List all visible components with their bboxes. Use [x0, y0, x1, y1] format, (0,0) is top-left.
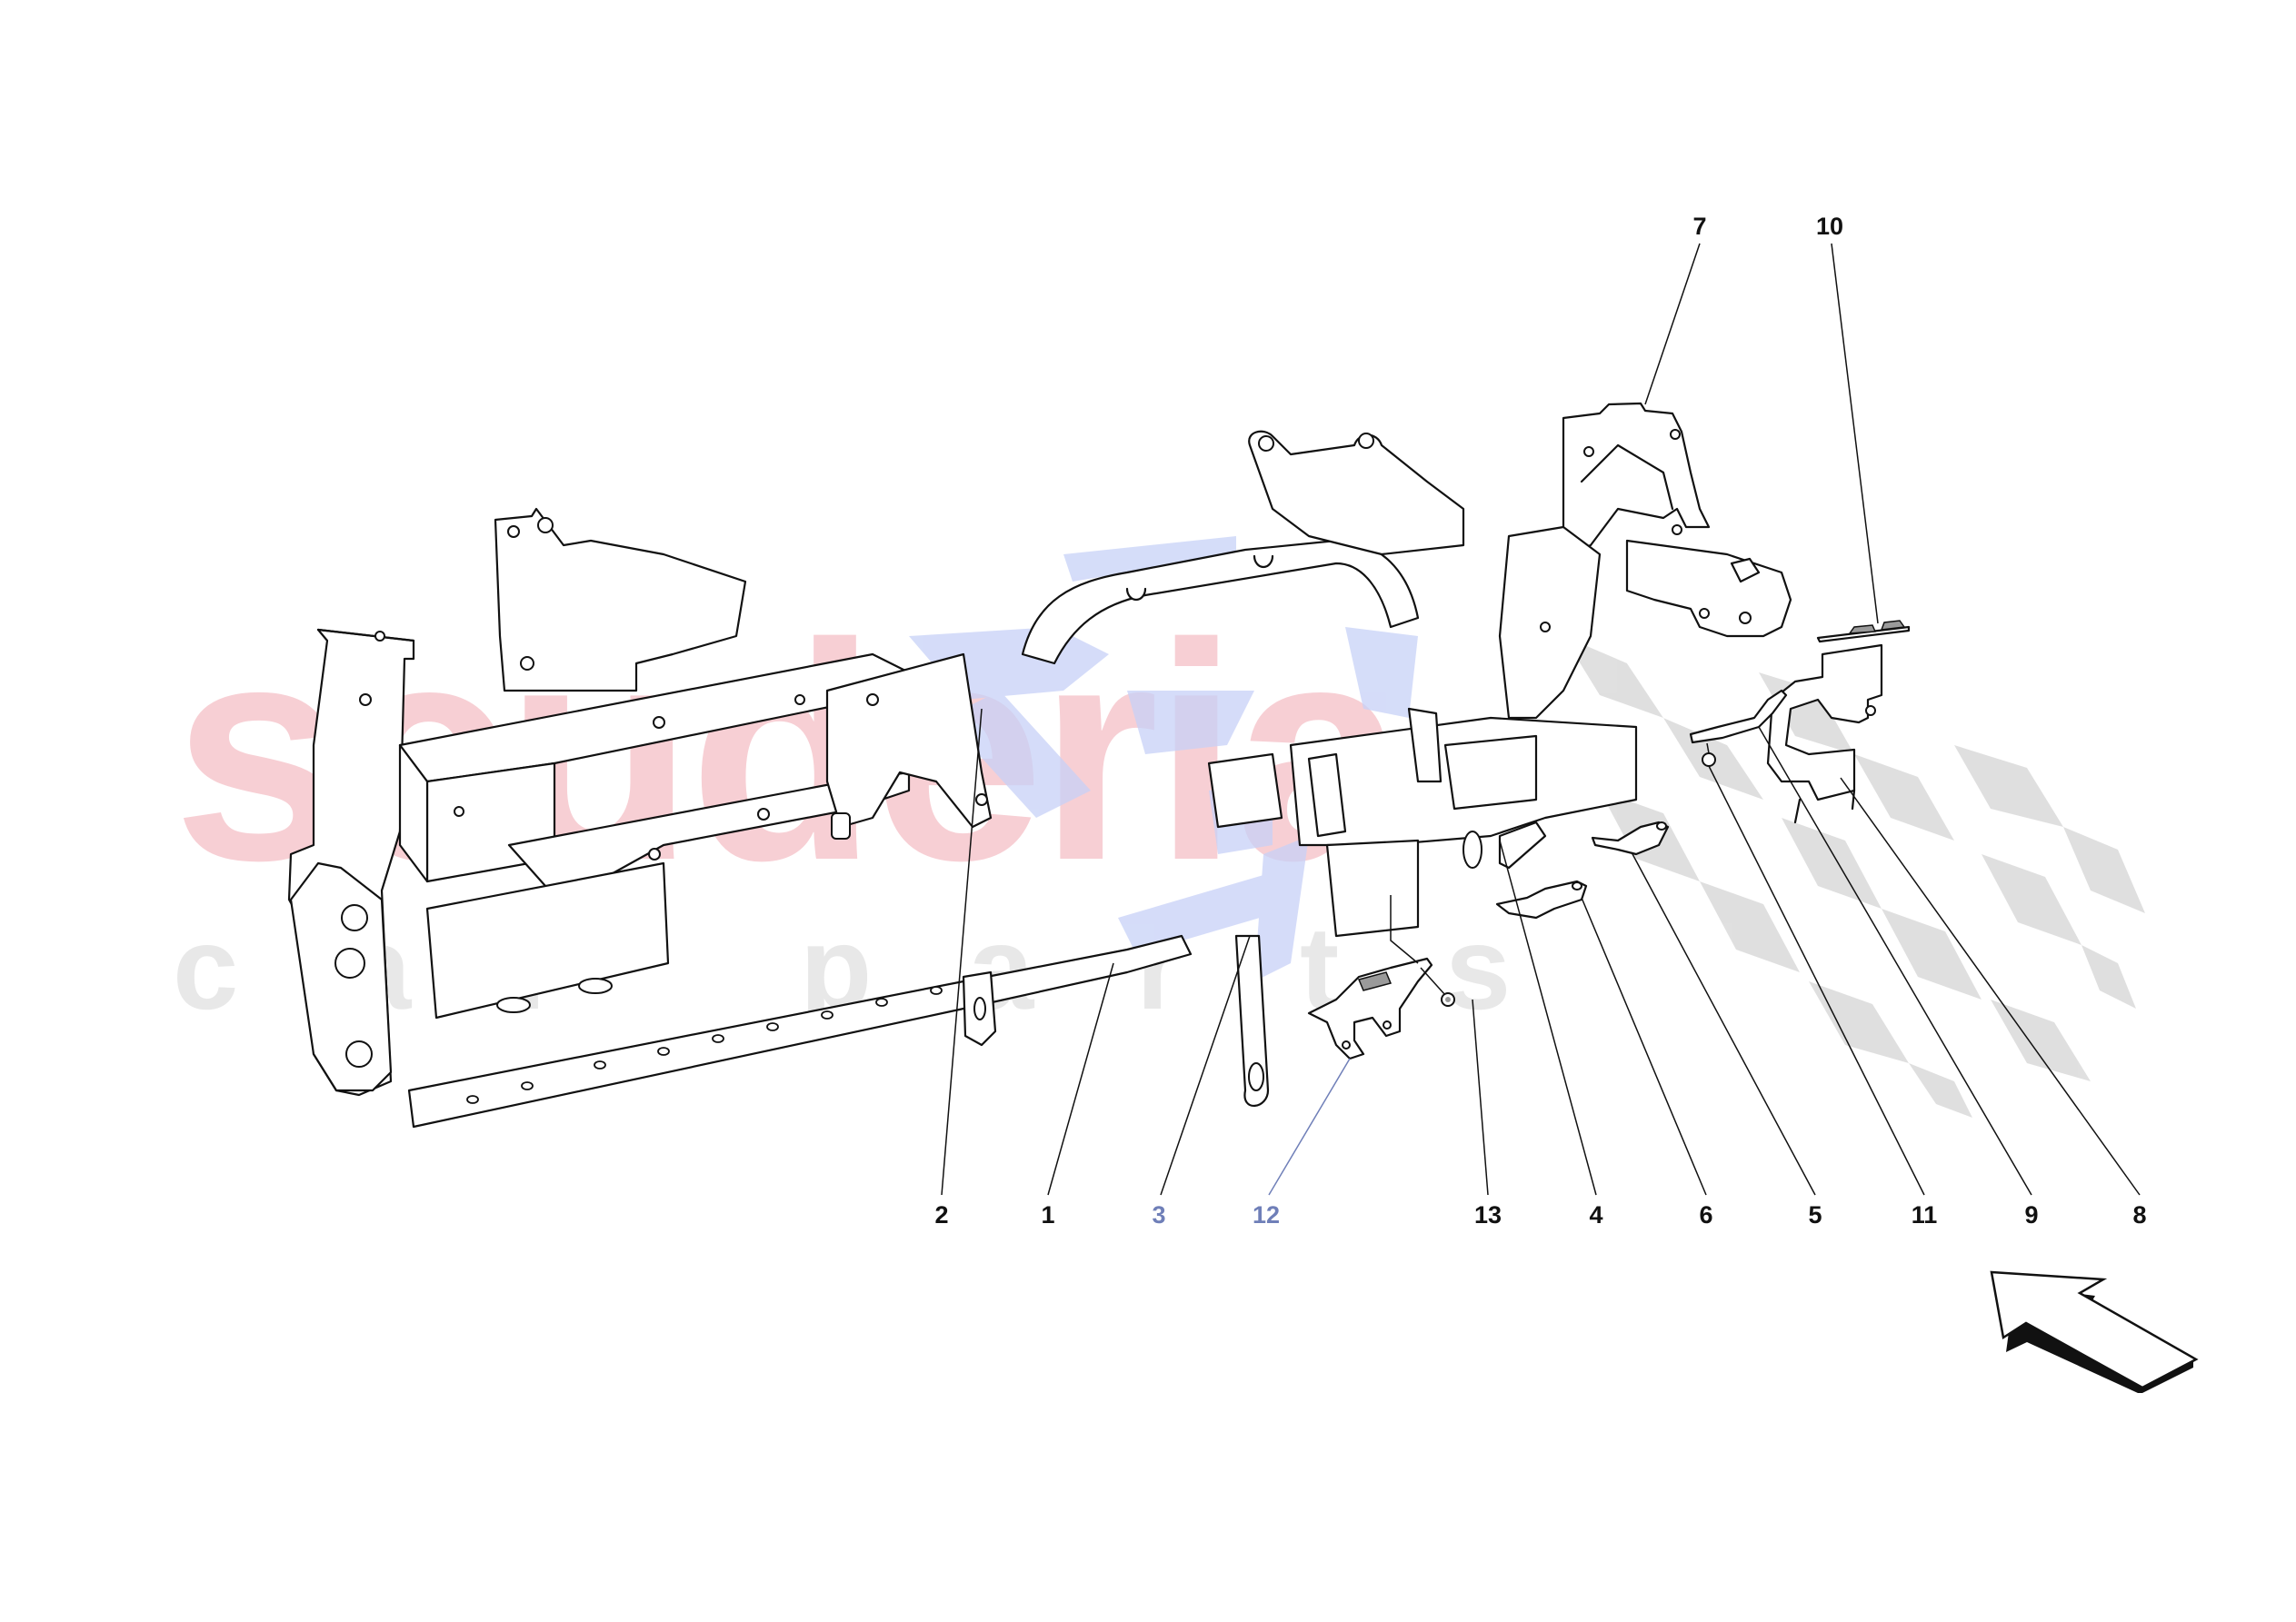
- callout-6: 6: [1699, 1201, 1713, 1229]
- leader-11: [1708, 765, 1925, 1196]
- lower-support-plate: [425, 861, 670, 1020]
- leader-13: [1472, 999, 1489, 1196]
- callout-13: 13: [1473, 1201, 1502, 1229]
- callout-10: 10: [1815, 213, 1844, 240]
- part-13-bolt: [1420, 967, 1455, 1007]
- leader-2: [941, 708, 983, 1196]
- part-9-strap: [1689, 689, 1788, 744]
- leader-5: [1631, 851, 1816, 1196]
- checker-flag-watermark: [1563, 636, 2145, 1118]
- svg-text:s: s: [1445, 901, 1511, 1034]
- leader-9: [1758, 726, 2032, 1196]
- callout-1: 1: [1041, 1201, 1055, 1229]
- lower-rail: [407, 934, 1193, 1129]
- part-6-hinge-bracket: [1495, 880, 1588, 920]
- part-7-upper-frame: [1559, 402, 1711, 556]
- leader-3: [1160, 935, 1251, 1196]
- right-tube-bracket: [1625, 539, 1792, 638]
- callout-12: 12: [1252, 1201, 1281, 1229]
- callout-5: 5: [1808, 1201, 1822, 1229]
- callout-11: 11: [1911, 1201, 1938, 1229]
- lower-lug-bracket: [962, 970, 997, 1047]
- leader-7: [1644, 243, 1701, 405]
- leader-1: [1047, 962, 1114, 1196]
- part-12-plate-bracket: [1307, 957, 1433, 1060]
- part-10-shim: [1816, 620, 1911, 643]
- callout-9: 9: [2024, 1201, 2039, 1229]
- center-column-support: [1289, 707, 1638, 938]
- left-upper-bracket-assembly: [494, 507, 747, 692]
- callout-4: 4: [1589, 1201, 1603, 1229]
- callout-3: 3: [1152, 1201, 1166, 1229]
- callout-2: 2: [934, 1201, 949, 1229]
- part-3-steering-arm: [1207, 752, 1283, 1107]
- callout-7: 7: [1692, 213, 1707, 240]
- part-2-bracket: [825, 652, 993, 840]
- leader-10: [1831, 243, 1879, 624]
- left-upright-bracket: [287, 628, 415, 1097]
- callout-8: 8: [2132, 1201, 2147, 1229]
- leader-6: [1581, 897, 1707, 1196]
- leader-13-aux: [1390, 895, 1419, 964]
- center-vertical-post: [1498, 525, 1602, 720]
- leader-4: [1499, 840, 1597, 1196]
- top-center-mount-bracket: [1248, 430, 1465, 556]
- part-8-right-bracket: [1766, 643, 1883, 824]
- view-direction-arrow: [1990, 1270, 2199, 1393]
- svg-text:c: c: [173, 901, 238, 1034]
- leader-8: [1840, 777, 2141, 1196]
- part-5-hinge-bracket: [1591, 821, 1670, 856]
- callout-leader-lines: [941, 243, 2141, 1196]
- leader-12: [1268, 1058, 1351, 1196]
